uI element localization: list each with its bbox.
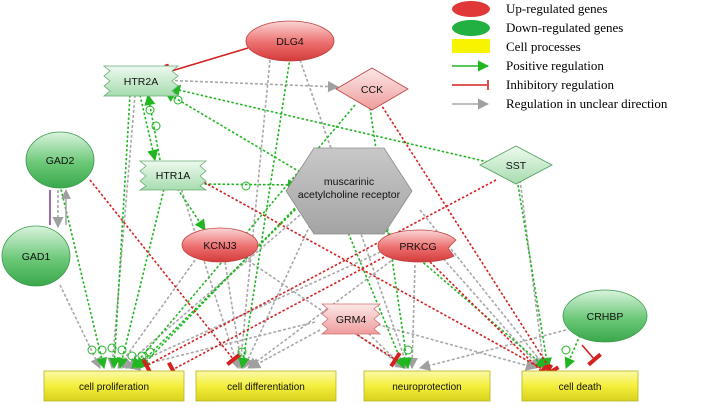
node-gad2-label: GAD2: [46, 155, 75, 167]
legend-pos-label: Positive regulation: [506, 58, 604, 73]
edge-grm4-diff: [249, 329, 321, 369]
edge-htr1a-mach: [199, 179, 300, 191]
node-dlg4-label: DLG4: [276, 36, 304, 48]
node-dlg4[interactable]: DLG4: [245, 20, 335, 62]
edge-prkcg-death-inh: [429, 261, 549, 379]
edge-cck-death: [419, 209, 547, 369]
edge-dlg4-neuro: [299, 59, 410, 370]
edge-crhbp-death-inh: [581, 344, 602, 367]
node-cck[interactable]: CCK: [335, 67, 409, 111]
edge-grm4-neuro: [364, 329, 405, 369]
process-diff[interactable]: cell differentiation: [195, 370, 337, 402]
node-htr2a[interactable]: HTR2A: [102, 65, 180, 97]
node-htr1a-label: HTR1A: [156, 170, 190, 182]
process-death[interactable]: cell death: [521, 370, 639, 402]
edge-dlg4-htr2a: [164, 47, 249, 81]
edge-mach-diff: [243, 224, 311, 370]
edge-prkcg-prolif-inh: [167, 254, 389, 378]
process-neuro-label: neuroprotection: [392, 382, 462, 393]
legend-cell-label: Cell processes: [506, 39, 581, 54]
edge-sst-prolif: [141, 179, 497, 374]
legend-down-swatch: [452, 20, 490, 36]
legend: Up-regulated genes Down-regulated genes …: [452, 1, 668, 111]
edge-kcnj3-prolif: [117, 259, 196, 369]
node-kcnj3[interactable]: KCNJ3: [181, 227, 259, 263]
legend-up-label: Up-regulated genes: [506, 1, 607, 16]
node-grm4[interactable]: GRM4: [320, 303, 382, 335]
node-prkcg-label: PRKCG: [399, 241, 436, 253]
edge-mach-prolif-2: [139, 204, 299, 369]
node-sst[interactable]: SST: [479, 145, 553, 185]
edge-mach-neuro: [344, 224, 406, 370]
edge-htr2a-prolif: [107, 94, 136, 370]
edge-grm4-neuro-inh: [349, 329, 402, 368]
edge-mach-death: [361, 209, 547, 369]
edge-crhbp-death: [564, 334, 581, 370]
node-gad1[interactable]: GAD1: [1, 225, 71, 287]
edge-prkcg-death: [439, 254, 541, 369]
legend-up-swatch: [452, 1, 490, 17]
legend-cell-swatch: [452, 39, 490, 53]
legend-down-label: Down-regulated genes: [506, 20, 623, 35]
edge-htr2a-htr1a: [139, 94, 159, 162]
edge-prkcg-prolif: [124, 249, 386, 369]
node-kcnj3-label: KCNJ3: [203, 240, 236, 252]
edge-htr2a-cck: [159, 79, 340, 93]
edge-htr1a-kcnj3: [174, 184, 206, 231]
node-gad1-label: GAD1: [22, 251, 51, 263]
edge-prkcg-diff: [247, 257, 396, 369]
process-diff-label: cell differentiation: [227, 382, 305, 393]
node-prkcg[interactable]: PRKCG: [377, 229, 457, 263]
edge-mach-prolif: [121, 214, 301, 369]
edge-gad2-diff: [89, 179, 242, 367]
edge-sst-death: [519, 179, 549, 370]
edge-mach-prolif-pos: [135, 199, 306, 369]
edge-crhbp-neuro: [418, 329, 567, 371]
legend-unclear-label: Regulation in unclear direction: [506, 96, 668, 111]
edge-cck-death-inh: [379, 102, 560, 378]
edge-htr1a-death: [199, 179, 554, 380]
edge-prkcg-neuro: [406, 264, 418, 370]
node-crhbp-label: CRHBP: [587, 311, 624, 323]
edge-htr2a-prolif-pos: [108, 94, 131, 370]
node-htr2a-label: HTR2A: [124, 76, 158, 88]
process-neuro[interactable]: neuroprotection: [363, 370, 491, 402]
edge-htr1a-prolif: [116, 184, 166, 370]
node-grm4-label: GRM4: [336, 314, 366, 326]
process-death-label: cell death: [559, 382, 602, 393]
edge-htr1a-htr2a: [144, 93, 161, 161]
edge-dlg4-diff-pos: [238, 57, 291, 370]
node-cck-label: CCK: [361, 84, 383, 96]
node-crhbp[interactable]: CRHBP: [562, 289, 648, 343]
node-sst-label: SST: [506, 160, 527, 172]
process-prolif-label: cell proliferation: [79, 382, 149, 393]
node-gad2[interactable]: GAD2: [25, 131, 95, 189]
edge-sst-htr2a: [168, 84, 489, 163]
edge-grm4-death: [367, 321, 538, 371]
legend-inh-label: Inhibitory regulation: [506, 77, 614, 92]
edge-kcnj3-diff: [224, 261, 246, 370]
edge-dlg4-diff: [235, 59, 271, 370]
edge-mach-htr2a: [164, 91, 301, 173]
process-prolif[interactable]: cell proliferation: [43, 370, 185, 402]
edge-sst-death-pos: [517, 184, 552, 370]
node-htr1a[interactable]: HTR1A: [138, 160, 208, 191]
edge-kcnj3-neuro: [239, 254, 407, 369]
